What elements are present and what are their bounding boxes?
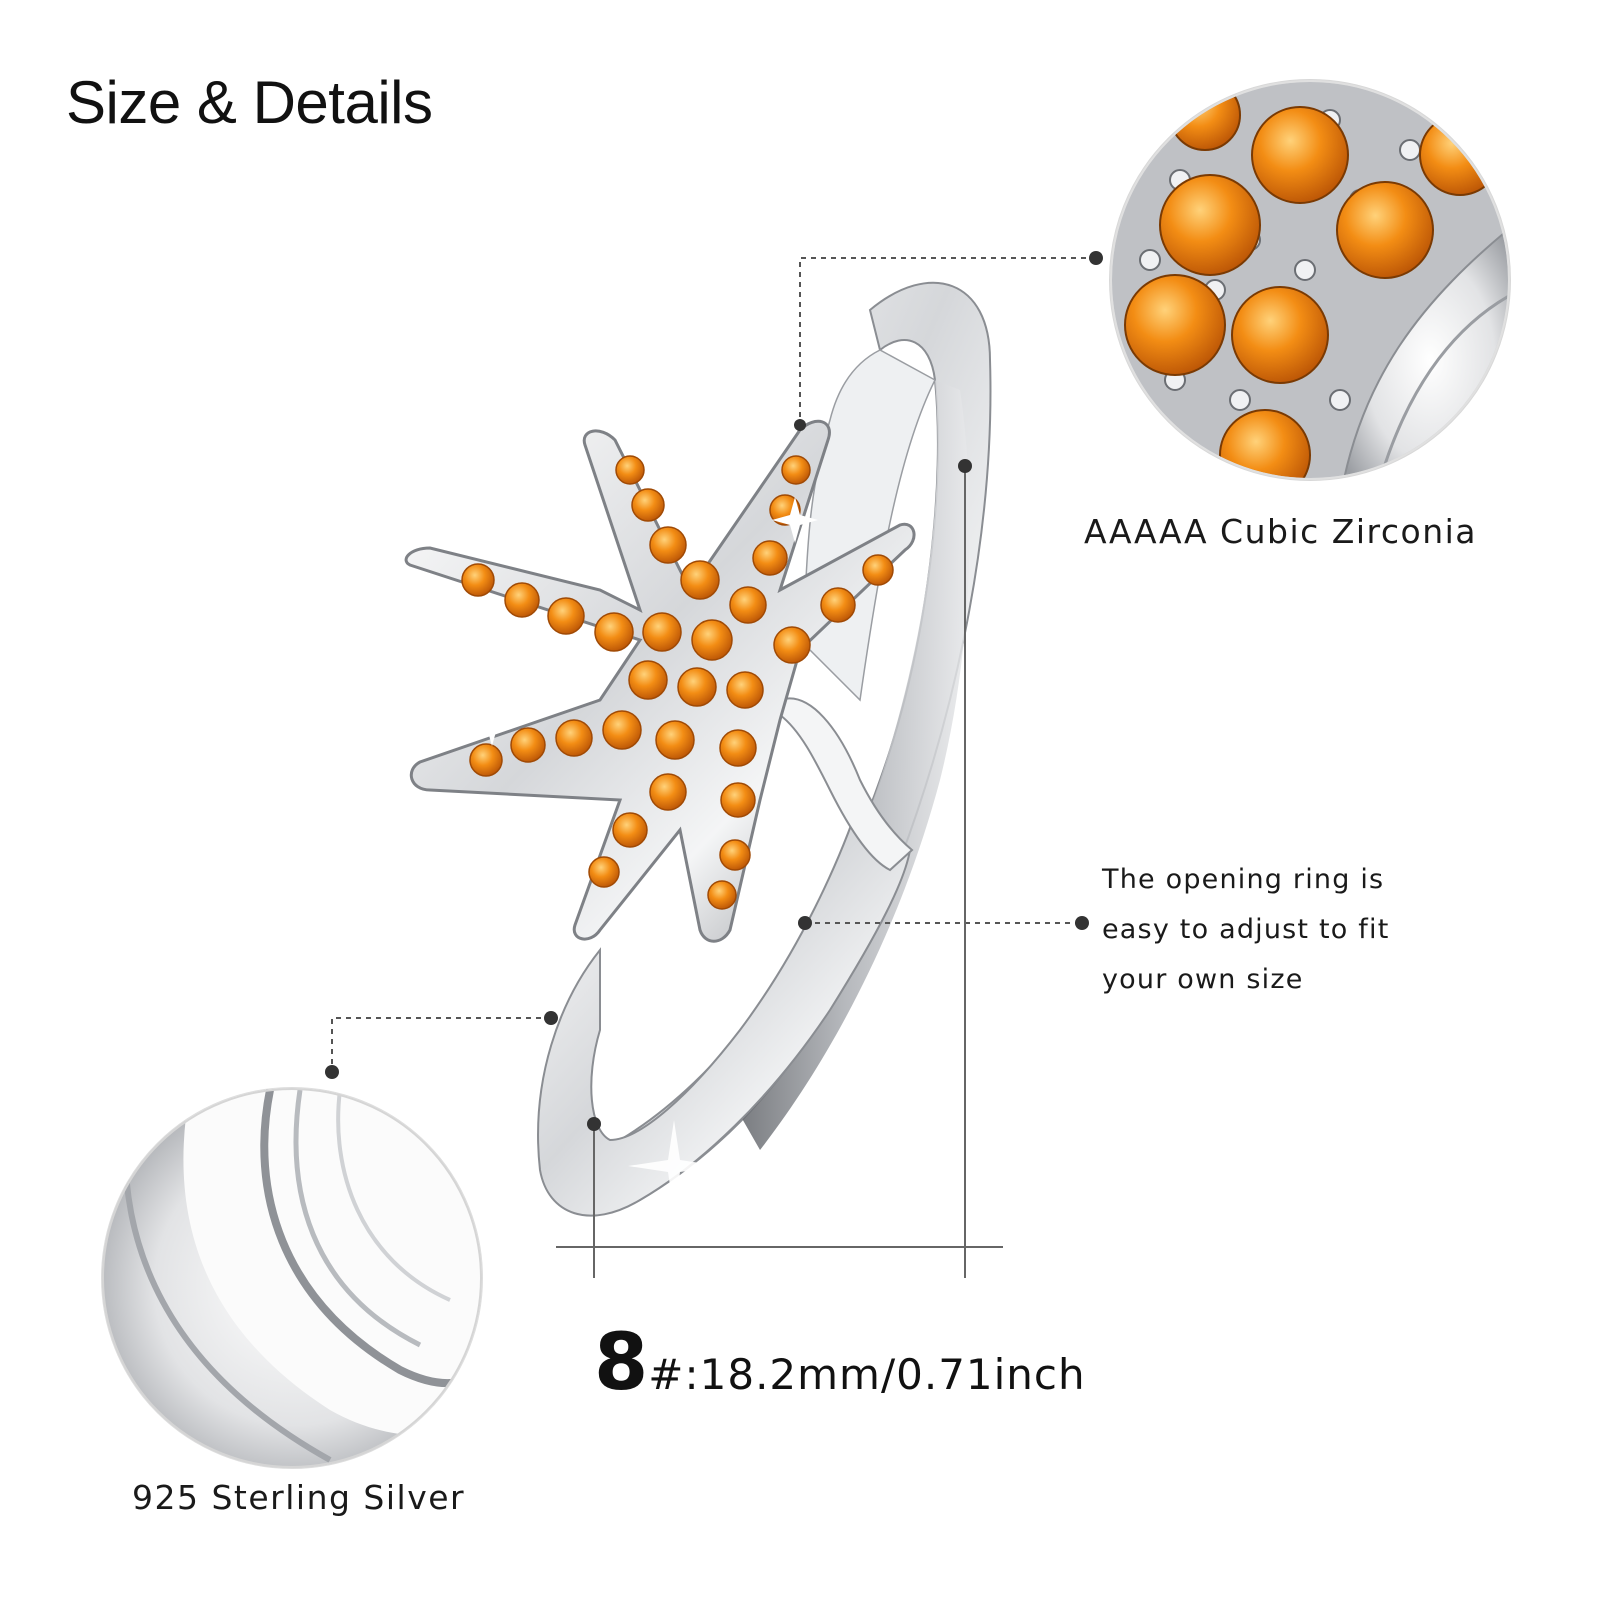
adjustable-note-line: your own size [1102, 964, 1304, 995]
sterling-silver-label: 925 Sterling Silver [132, 1478, 466, 1517]
leaf-stones [461, 455, 894, 910]
guide-lines [331, 257, 1096, 1278]
adjustable-note-line: easy to adjust to fit [1102, 914, 1390, 945]
adjustable-note-line: The opening ring is [1102, 864, 1385, 895]
guide-dots [325, 251, 1103, 1131]
sparkle [469, 700, 515, 746]
ring-size-dimension: #:18.2mm/0.71inch [648, 1350, 1086, 1399]
page-title: Size & Details [66, 69, 433, 136]
sparkle [772, 497, 818, 543]
ring-size-measurement: 8#:18.2mm/0.71inch [594, 1318, 1086, 1408]
ring-size-number: 8 [594, 1318, 649, 1408]
cubic-zirconia-label: AAAAA Cubic Zirconia [1084, 512, 1477, 551]
adjustable-note: The opening ring is easy to adjust to fi… [1102, 855, 1390, 1005]
silver-detail-circle [101, 1087, 483, 1469]
stone-detail-circle [1109, 79, 1511, 481]
